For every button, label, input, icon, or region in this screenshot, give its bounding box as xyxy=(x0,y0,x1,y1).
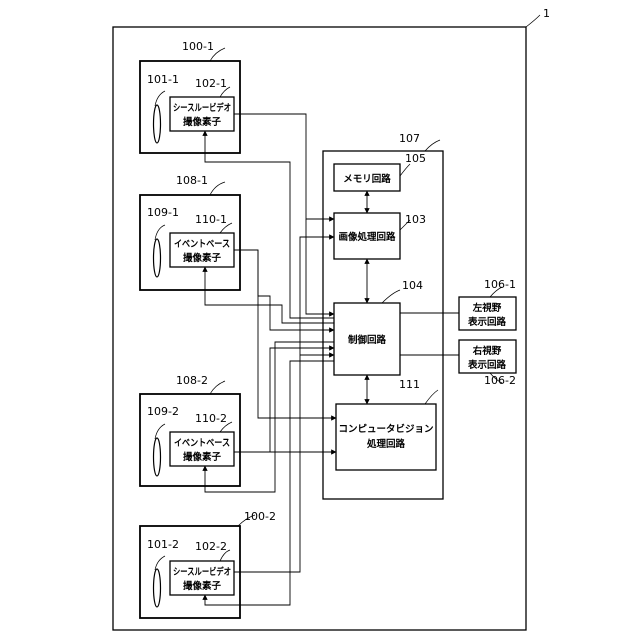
connection-lines xyxy=(205,114,459,605)
sensor-label-line2: 撮像素子 xyxy=(183,116,222,128)
image-processing-ref: 103 xyxy=(405,213,426,226)
left-display-circuit: 左視野 表示回路 106-1 xyxy=(459,278,516,330)
see-through-camera-module-2: 100-2 101-2 102-2 シースルービデオ 撮像素子 xyxy=(140,510,276,618)
sensor-label-line2: 撮像素子 xyxy=(183,451,222,463)
sensor-label-line2: 撮像素子 xyxy=(183,580,222,592)
left-display-ref: 106-1 xyxy=(484,278,516,291)
sensor-label-line2: 撮像素子 xyxy=(183,252,222,264)
right-display-circuit: 右視野 表示回路 106-2 xyxy=(459,340,516,387)
device-ref: 1 xyxy=(543,7,550,20)
computer-vision-label-line1: コンピュータビジョン xyxy=(338,423,433,435)
lens-ref: 109-2 xyxy=(147,405,179,418)
sensor-ref: 102-2 xyxy=(195,540,227,553)
control-circuit-ref: 104 xyxy=(402,279,423,292)
see-through-camera-module-1: 100-1 101-1 102-1 シースルービデオ 撮像素子 xyxy=(140,40,240,153)
right-display-label-line2: 表示回路 xyxy=(467,359,507,371)
lens-ref: 109-1 xyxy=(147,206,179,219)
memory-circuit-label: メモリ回路 xyxy=(343,173,391,185)
event-camera-module-1: 108-1 109-1 110-1 イベントベース 撮像素子 xyxy=(140,174,240,290)
sensor-label-line1: シースルービデオ xyxy=(173,566,231,578)
sensor-label-line1: シースルービデオ xyxy=(173,102,231,114)
image-processing-label: 画像処理回路 xyxy=(338,231,396,243)
left-display-label-line2: 表示回路 xyxy=(467,316,507,328)
computer-vision-ref: 111 xyxy=(399,378,420,391)
event-camera-module-2: 108-2 109-2 110-2 イベントベース 撮像素子 xyxy=(140,374,240,486)
module-ref: 108-1 xyxy=(176,174,208,187)
processing-unit-ref: 107 xyxy=(399,132,420,145)
processing-unit: 107 メモリ回路 105 画像処理回路 103 制御回路 104 コンピュータ… xyxy=(323,132,443,499)
sensor-ref: 110-1 xyxy=(195,213,227,226)
sensor-label-line1: イベントベース xyxy=(174,239,230,250)
computer-vision-circuit xyxy=(336,404,436,470)
sensor-label-line1: イベントベース xyxy=(174,438,230,449)
module-ref: 100-2 xyxy=(244,510,276,523)
sensor-ref: 102-1 xyxy=(195,77,227,90)
computer-vision-label-line2: 処理回路 xyxy=(366,438,406,450)
sensor-ref: 110-2 xyxy=(195,412,227,425)
right-display-label-line1: 右視野 xyxy=(472,345,502,357)
memory-circuit-ref: 105 xyxy=(405,152,426,165)
lens-ref: 101-2 xyxy=(147,538,179,551)
right-display-ref: 106-2 xyxy=(484,374,516,387)
control-circuit-label: 制御回路 xyxy=(348,334,387,346)
module-ref: 108-2 xyxy=(176,374,208,387)
left-display-label-line1: 左視野 xyxy=(472,302,502,314)
module-ref: 100-1 xyxy=(182,40,214,53)
lens-ref: 101-1 xyxy=(147,73,179,86)
